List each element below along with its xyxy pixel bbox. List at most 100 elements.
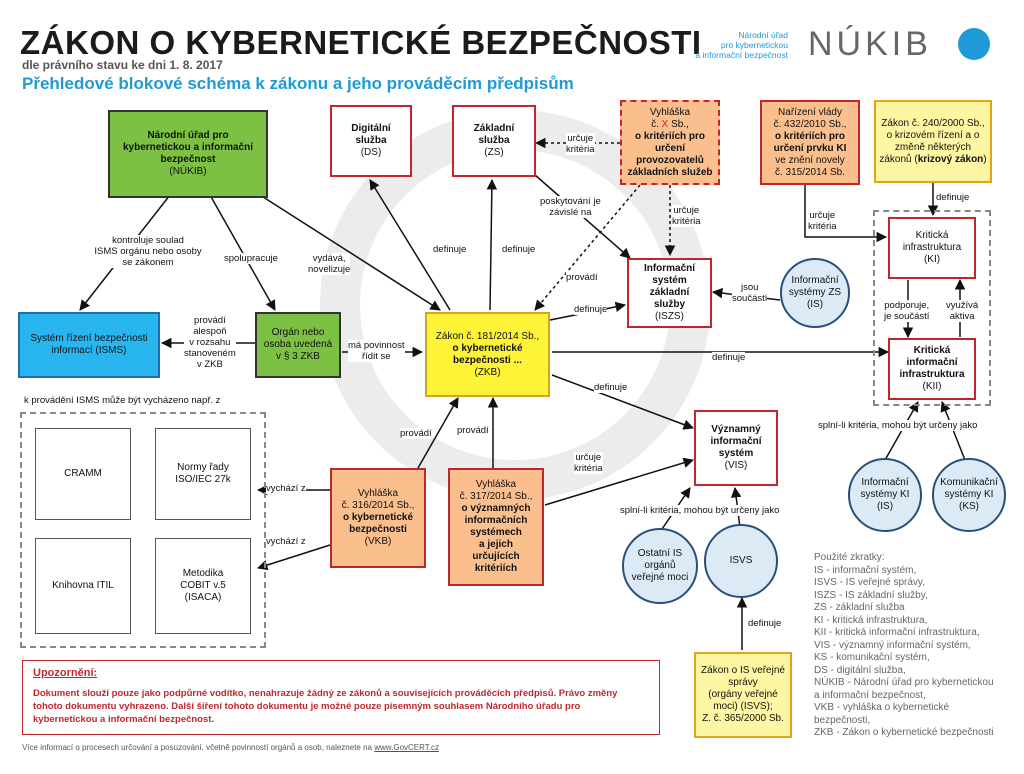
node-line: orgánů — [644, 560, 676, 571]
node-line: Digitální — [351, 123, 391, 134]
node-line: ISVS — [729, 555, 753, 566]
label-provadi-vkb: provádí — [400, 428, 432, 439]
legend-item: NÚKIB - Národní úřad pro kybernetickou — [814, 677, 994, 688]
legend-item: a informační bezpečnost, — [814, 689, 926, 701]
legend-item: VKB - vyhláška o kybernetické — [814, 702, 950, 713]
node-line: v § 3 ZKB — [276, 351, 320, 362]
node-is-ki: Informační systémy KI (IS) — [848, 458, 922, 532]
node-abbr: (IS) — [806, 299, 824, 310]
legend-item: ISVS - IS veřejné správy, — [814, 577, 925, 588]
node-line: Normy řady — [177, 462, 229, 473]
node-line: informací (ISMS) — [51, 345, 127, 356]
node-line: systémy ZS — [788, 287, 842, 298]
node-abbr: (VKB) — [364, 536, 392, 547]
node-line: informační — [710, 436, 762, 447]
legend-item: ISZS - IS základní služby, — [814, 589, 928, 601]
page-title: ZÁKON O KYBERNETICKÉ BEZPEČNOSTI — [20, 24, 702, 61]
node-line: bezpečnosti ... — [453, 354, 522, 366]
node-organ: Orgán nebo osoba uvedená v § 3 ZKB — [255, 312, 341, 378]
node-line: (orgány veřejné — [708, 689, 778, 700]
node-ki: Kritická infrastruktura (KI) — [888, 217, 976, 279]
arrow-zkb-zs — [486, 178, 498, 311]
node-line: Kritická — [913, 345, 951, 356]
node-line: určení — [654, 142, 685, 154]
node-line: ve znění novely — [775, 154, 845, 166]
node-line: COBIT v.5 — [180, 580, 226, 591]
label-spolupracuje: spolupracuje — [224, 253, 278, 264]
node-line: Vyhláška — [357, 488, 399, 499]
node-line: o kybernetické — [452, 342, 523, 354]
node-is-zs: Informační systémy ZS (IS) — [780, 258, 850, 328]
arrow-vvis-vis — [544, 457, 695, 506]
node-line: o kritériích pro — [774, 130, 845, 142]
node-line: Zákon č. 240/2000 Sb., — [881, 117, 985, 129]
legend-item: KS - komunikační systém, — [814, 652, 930, 663]
node-isms: Systém řízení bezpečnosti informací (ISM… — [18, 312, 160, 378]
label-vydava: vydává,novelizuje — [308, 253, 351, 275]
node-abbr: (VIS) — [724, 460, 748, 471]
node-line: Systém řízení bezpečnosti — [30, 333, 148, 344]
label-definuje-ds: definuje — [433, 244, 467, 255]
node-line: kritériích — [474, 563, 518, 574]
label-definuje-vis: definuje — [594, 382, 628, 393]
arrow-narizeni-ki — [804, 185, 888, 243]
label-k-provadeni: k provádění ISMS může být vycházeno např… — [24, 395, 221, 406]
standards-group — [20, 412, 266, 648]
label-definuje-isvs: definuje — [748, 618, 782, 629]
node-line: informační — [906, 357, 958, 368]
warning-line: kybernetickou a informační bezpečnost. — [33, 714, 215, 725]
node-vis: Významný informační systém (VIS) — [694, 410, 778, 486]
arrow-kski-kii — [940, 401, 966, 461]
abbreviation-legend: Použité zkratky: IS - informační systém,… — [814, 552, 1014, 740]
node-line: systém základní — [649, 275, 690, 298]
govcert-link[interactable]: www.GovCERT.cz — [374, 743, 439, 752]
legend-item: DS - digitální služba, — [814, 664, 906, 676]
node-ds: Digitální služba (DS) — [330, 105, 412, 177]
node-line: Metodika — [182, 568, 224, 579]
node-nukib: Národní úřad pro kybernetickou a informa… — [108, 110, 268, 198]
node-line: systémy KI — [944, 489, 994, 500]
node-itil: Knihovna ITIL — [35, 538, 131, 634]
node-line: zákonů (krizový zákon) — [879, 153, 987, 165]
node-line: správy — [728, 677, 758, 688]
legend-item: VIS - významný informační systém, — [814, 639, 971, 651]
node-iso: Normy řady ISO/IEC 27k — [155, 428, 251, 520]
node-line: Z. č. 365/2000 Sb. — [702, 713, 784, 724]
label-provadi-vvis: provádí — [457, 425, 489, 436]
arrow-vkb-cobit — [256, 544, 331, 571]
node-line: č. 317/2014 Sb., — [459, 491, 533, 502]
node-line: služby — [653, 299, 686, 310]
node-line: Informační — [643, 263, 696, 274]
node-line: informačních — [464, 515, 528, 526]
label-definuje-kii: definuje — [712, 352, 746, 363]
node-line: určení prvku KI — [773, 142, 847, 154]
node-line: Vyhláška — [649, 106, 691, 118]
node-iszs: Informační systém základní služby (ISZS) — [627, 258, 712, 328]
node-ks-ki: Komunikační systémy KI (KS) — [932, 458, 1006, 532]
lion-emblem-icon — [958, 28, 990, 60]
legend-item: ZKB - Zákon o kybernetické bezpečnosti — [814, 727, 994, 738]
arrow-nukib-zkb — [259, 194, 441, 311]
node-vkb: Vyhláška č. 316/2014 Sb., o kybernetické… — [330, 468, 426, 568]
footer-note: Více informací o procesech určování a po… — [22, 743, 439, 752]
warning-line: tohoto dokumentu vyhrazeno. Další šíření… — [33, 701, 581, 712]
node-line: služba — [355, 135, 387, 146]
node-line: infrastruktura — [899, 369, 965, 380]
node-line: moci) (ISVS); — [713, 701, 773, 712]
arrow-nukib-organ — [209, 194, 276, 311]
node-line: č. 316/2014 Sb., — [341, 500, 415, 511]
warning-line: Dokument slouží pouze jako podpůrné vodí… — [33, 688, 618, 699]
arrow-zkb-ds — [369, 179, 451, 311]
legend-item: KI - kritická infrastruktura, — [814, 614, 928, 626]
warning-box: Upozornění: Dokument slouží pouze jako p… — [22, 660, 660, 735]
arrow-iski-kii — [884, 401, 919, 461]
node-vyhlaska-x: Vyhláška č. X Sb., o kritériích pro urče… — [620, 100, 720, 185]
node-line: Národní úřad pro — [147, 130, 229, 141]
node-line: (ISACA) — [184, 592, 222, 603]
node-kii: Kritická informační infrastruktura (KII) — [888, 338, 976, 400]
